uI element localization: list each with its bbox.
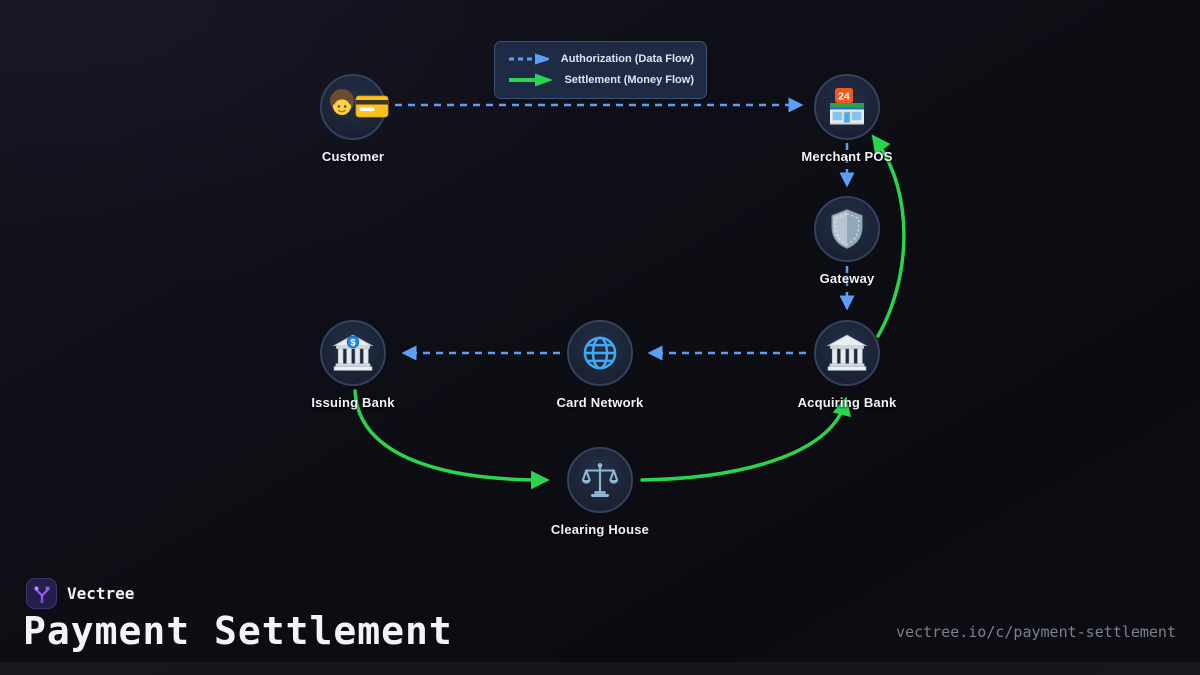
legend-settlement-label: Settlement (Money Flow) <box>564 74 694 86</box>
globe-icon <box>583 336 617 370</box>
node-acquiring-bank-circle <box>814 320 880 386</box>
bank-dollar-icon: $ <box>332 334 374 371</box>
legend-item-settlement: Settlement (Money Flow) <box>507 72 694 88</box>
node-customer[interactable]: Customer <box>293 74 413 164</box>
svg-text:$: $ <box>350 338 356 349</box>
node-gateway[interactable]: Gateway <box>787 196 907 286</box>
node-card-network[interactable]: Card Network <box>540 320 660 410</box>
svg-text:24: 24 <box>838 91 850 103</box>
node-clearing-house-label: Clearing House <box>550 522 650 537</box>
dashed-arrow-icon <box>509 53 549 65</box>
branch-icon <box>33 585 50 603</box>
node-merchant-pos-circle: 24 <box>814 74 880 140</box>
edge-issuing-bank-to-clearing-house <box>353 389 550 490</box>
edge-acquiring-bank-to-merchant-pos <box>871 134 906 338</box>
balance-scale-icon <box>581 463 619 497</box>
solid-arrow-icon <box>509 73 553 87</box>
legend: Authorization (Data Flow) Settlement (Mo… <box>494 41 707 99</box>
node-card-network-label: Card Network <box>556 395 644 410</box>
node-gateway-label: Gateway <box>819 271 875 286</box>
node-clearing-house-circle <box>567 447 633 513</box>
node-issuing-bank-label: Issuing Bank <box>311 395 395 410</box>
bottom-strip <box>0 662 1200 675</box>
brand-name: Vectree <box>67 584 135 603</box>
node-acquiring-bank-label: Acquiring Bank <box>797 395 897 410</box>
bank-icon <box>826 334 868 371</box>
person-with-card-icon <box>330 89 389 118</box>
node-issuing-bank[interactable]: $ Issuing Bank <box>293 320 413 410</box>
legend-authorization-label: Authorization (Data Flow) <box>560 53 694 65</box>
node-customer-circle <box>320 74 389 140</box>
page-title: Payment Settlement <box>23 609 453 653</box>
node-card-network-circle <box>567 320 633 386</box>
shield-icon <box>831 209 863 249</box>
edge-clearing-house-to-acquiring-bank <box>640 396 851 482</box>
node-merchant-pos-label: Merchant POS <box>801 149 893 164</box>
node-acquiring-bank[interactable]: Acquiring Bank <box>787 320 907 410</box>
node-clearing-house[interactable]: Clearing House <box>540 447 660 537</box>
node-customer-label: Customer <box>321 149 385 164</box>
node-merchant-pos[interactable]: 24 Merchant POS <box>787 74 907 164</box>
convenience-store-icon: 24 <box>830 88 864 125</box>
node-gateway-circle <box>814 196 880 262</box>
vectree-logo <box>26 578 57 609</box>
legend-item-authorization: Authorization (Data Flow) <box>507 52 694 66</box>
watermark-url: vectree.io/c/payment-settlement <box>896 623 1176 641</box>
node-issuing-bank-circle: $ <box>320 320 386 386</box>
